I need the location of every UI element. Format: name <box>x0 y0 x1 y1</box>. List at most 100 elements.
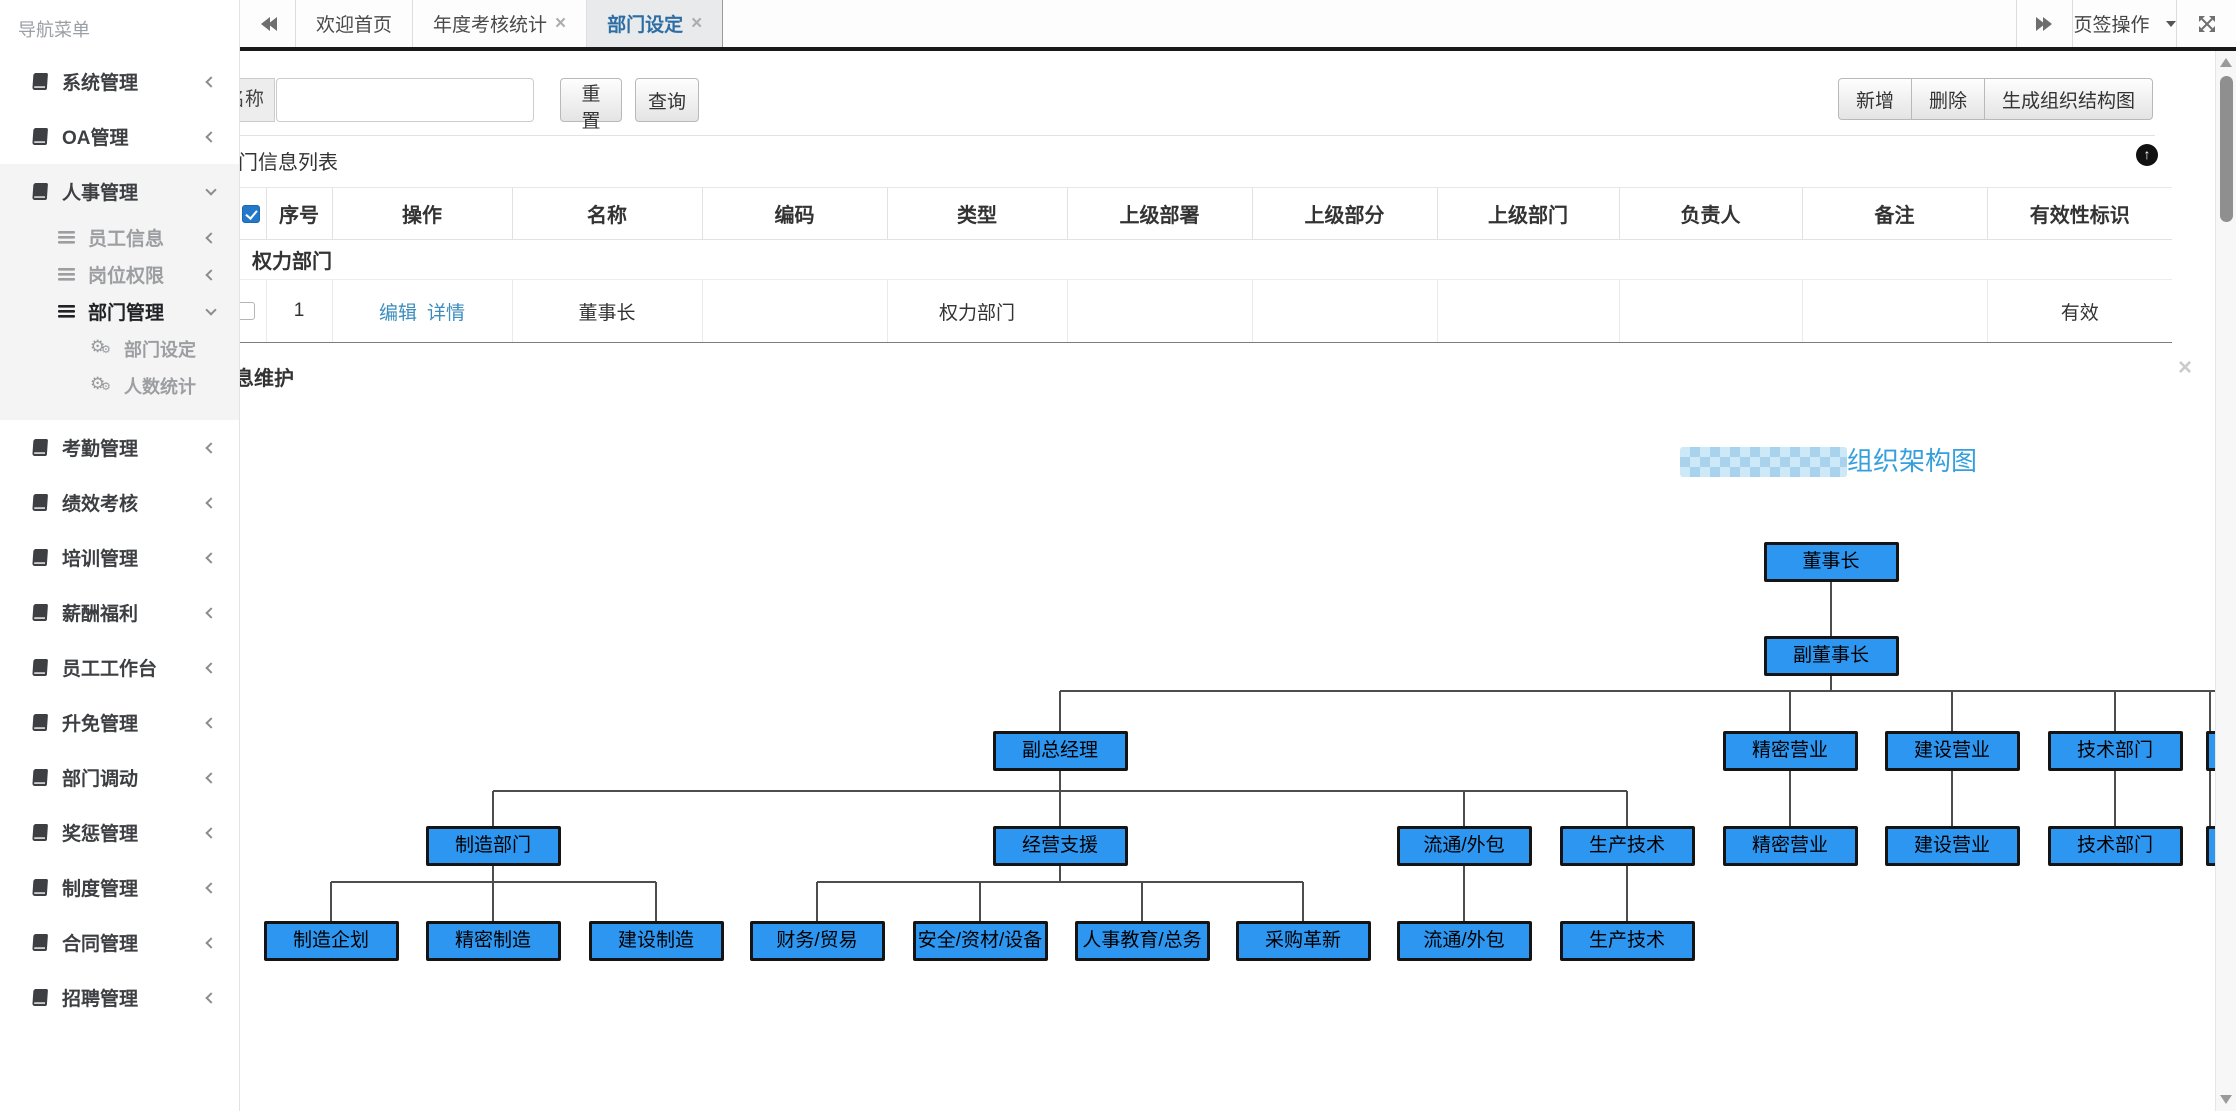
org-connector-line <box>1830 676 1832 691</box>
org-chart-title: 组织架构图 <box>1847 446 1978 476</box>
sidebar-item-升免管理[interactable]: 升免管理 <box>0 695 239 750</box>
tab-operations-dropdown[interactable]: 页签操作 <box>2072 0 2176 47</box>
book-icon <box>30 659 49 676</box>
org-connector-line <box>1059 771 1061 791</box>
column-header-操作[interactable]: 操作 <box>332 187 513 240</box>
sidebar-item-绩效考核[interactable]: 绩效考核 <box>0 475 239 530</box>
table-actions-group: 新增 删除 生成组织结构图 <box>1838 78 2154 120</box>
add-button[interactable]: 新增 <box>1838 78 1913 120</box>
query-button[interactable]: 查询 <box>635 78 699 122</box>
generate-org-chart-button[interactable]: 生成组织结构图 <box>1984 78 2154 120</box>
scrollbar-thumb[interactable] <box>2220 76 2233 222</box>
tab-欢迎首页[interactable]: 欢迎首页 <box>296 0 414 47</box>
table-header-row: 序号操作名称编码类型上级部署上级部分上级部门负责人备注有效性标识 <box>240 187 2172 240</box>
panel-divider <box>240 135 2155 136</box>
search-input[interactable] <box>276 78 534 122</box>
sidebar-item-部门设定[interactable]: ⚙⚙部门设定 <box>0 330 239 367</box>
tabbar: 欢迎首页年度考核统计×部门设定× 页签操作 <box>240 0 2236 51</box>
org-node-流通/外包: 流通/外包 <box>1396 921 1532 961</box>
chevron-left-icon <box>205 75 217 88</box>
org-connector-line <box>817 881 1303 883</box>
chevron-left-icon <box>205 881 217 894</box>
close-panel-icon[interactable]: × <box>2178 354 2193 381</box>
sidebar-item-部门管理[interactable]: 部门管理 <box>0 293 239 330</box>
org-connector-line <box>330 882 332 921</box>
org-node-流通/外包: 流通/外包 <box>1396 826 1532 866</box>
org-connector-line <box>2114 691 2116 731</box>
sidebar-item-label: OA管理 <box>62 128 129 149</box>
sidebar-nav: 系统管理 OA管理人事管理员工信息岗位权限部门管理⚙⚙部门设定⚙⚙人数统计考勤管理… <box>0 54 239 1025</box>
reset-button[interactable]: 重置 <box>560 78 622 132</box>
scrollbar-up-arrow-icon[interactable] <box>2220 58 2232 67</box>
row-checkbox[interactable] <box>240 301 256 320</box>
org-connector-line <box>1951 691 1953 731</box>
select-all-checkbox[interactable] <box>242 204 261 223</box>
org-connector-line <box>979 882 981 921</box>
column-header-备注[interactable]: 备注 <box>1802 187 1988 240</box>
scroll-tabs-right-button[interactable] <box>2016 0 2072 47</box>
book-icon <box>30 604 49 621</box>
cell-name: 董事长 <box>512 279 703 343</box>
scrollbar-down-arrow-icon[interactable] <box>2220 1095 2232 1104</box>
cell-parent-dept3 <box>1437 279 1620 343</box>
column-header-上级部分[interactable]: 上级部分 <box>1252 187 1438 240</box>
cell-actions: 编辑详情 <box>332 279 513 343</box>
sidebar-item-人事管理[interactable]: 人事管理 <box>0 164 239 219</box>
column-header-上级部署[interactable]: 上级部署 <box>1067 187 1253 240</box>
sidebar-item-招聘管理[interactable]: 招聘管理 <box>0 970 239 1025</box>
fullscreen-button[interactable] <box>2176 0 2236 47</box>
sidebar-item-label: 系统管理 <box>62 73 139 94</box>
sidebar-item-部门调动[interactable]: 部门调动 <box>0 750 239 805</box>
sidebar-item-人数统计[interactable]: ⚙⚙人数统计 <box>0 367 239 404</box>
sidebar-item-OA管理[interactable]: OA管理 <box>0 109 239 164</box>
sidebar-item-系统管理[interactable]: 系统管理 <box>0 54 239 109</box>
sidebar-item-label: 招聘管理 <box>62 989 139 1010</box>
vertical-scrollbar[interactable] <box>2215 51 2236 1111</box>
org-connector-line <box>1302 882 1304 921</box>
sidebar-item-label: 升免管理 <box>62 714 139 735</box>
sidebar-item-考勤管理[interactable]: 考勤管理 <box>0 420 239 475</box>
sidebar-item-岗位权限[interactable]: 岗位权限 <box>0 256 239 293</box>
cell-parent-dept2 <box>1252 279 1438 343</box>
sidebar-item-培训管理[interactable]: 培训管理 <box>0 530 239 585</box>
scroll-tabs-left-button[interactable] <box>240 0 296 47</box>
sidebar-item-合同管理[interactable]: 合同管理 <box>0 915 239 970</box>
sidebar-item-label: 合同管理 <box>62 934 139 955</box>
cell-code <box>702 279 888 343</box>
column-header-编码[interactable]: 编码 <box>702 187 888 240</box>
close-tab-icon[interactable]: × <box>555 12 567 34</box>
column-header-负责人[interactable]: 负责人 <box>1619 187 1803 240</box>
chevron-left-icon <box>205 606 217 619</box>
sidebar-item-薪酬福利[interactable]: 薪酬福利 <box>0 585 239 640</box>
sidebar-item-员工工作台[interactable]: 员工工作台 <box>0 640 239 695</box>
sidebar-item-奖惩管理[interactable]: 奖惩管理 <box>0 805 239 860</box>
tab-年度考核统计[interactable]: 年度考核统计× <box>413 0 588 47</box>
column-header-名称[interactable]: 名称 <box>512 187 703 240</box>
group-row: 权力部门 <box>240 239 2172 280</box>
org-connector-line <box>1789 691 1791 731</box>
delete-button[interactable]: 删除 <box>1911 78 1986 120</box>
sidebar-item-制度管理[interactable]: 制度管理 <box>0 860 239 915</box>
column-header-有效性标识[interactable]: 有效性标识 <box>1987 187 2172 240</box>
details-link[interactable]: 详情 <box>427 302 466 324</box>
column-header-上级部门[interactable]: 上级部门 <box>1437 187 1620 240</box>
chevron-left-icon <box>205 231 217 244</box>
org-connector-line <box>492 791 494 826</box>
column-header-类型[interactable]: 类型 <box>887 187 1068 240</box>
chevron-left-icon <box>205 268 217 281</box>
tabs-strip: 欢迎首页年度考核统计×部门设定× <box>296 0 724 47</box>
chevron-left-icon <box>205 936 217 949</box>
chevron-down-icon <box>205 183 217 196</box>
tab-部门设定[interactable]: 部门设定× <box>587 0 724 47</box>
edit-link[interactable]: 编辑 <box>378 302 417 324</box>
collapse-panel-button[interactable]: ↑ <box>2136 144 2158 166</box>
close-tab-icon[interactable]: × <box>691 12 703 34</box>
org-connector-line <box>655 882 657 921</box>
org-node-制造企划: 制造企划 <box>263 921 399 961</box>
gears-icon: ⚙⚙ <box>90 373 111 393</box>
org-connector-line <box>1141 882 1143 921</box>
column-header-序号[interactable]: 序号 <box>266 187 333 240</box>
sidebar-item-员工信息[interactable]: 员工信息 <box>0 219 239 256</box>
org-node-财务/贸易: 财务/贸易 <box>749 921 885 961</box>
